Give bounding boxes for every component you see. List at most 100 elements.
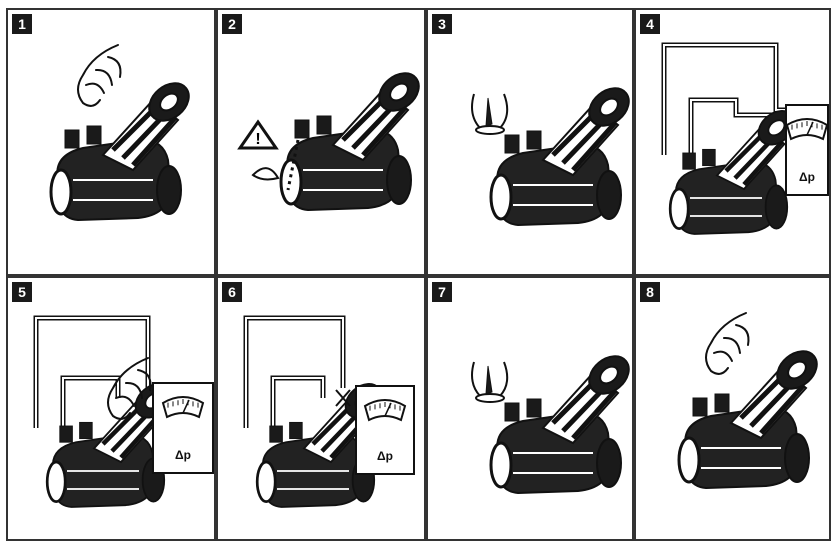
handwheel-hub <box>599 365 619 385</box>
valve-illustration-1 <box>49 44 190 222</box>
outlet-coupling <box>764 184 789 230</box>
inlet-coupling <box>489 441 513 489</box>
test-point-right <box>714 393 730 413</box>
hose-inner-1 <box>62 377 119 428</box>
test-point-right <box>526 398 542 418</box>
meter-needle <box>384 402 392 417</box>
meter-needle <box>806 121 814 136</box>
hose-inner-1 <box>272 377 324 428</box>
meter-label: Δp <box>377 449 393 463</box>
meter-needle <box>182 399 190 414</box>
hand-outline <box>107 357 152 420</box>
body-highlight <box>66 470 140 490</box>
test-point-left <box>269 425 283 443</box>
removed-cap <box>251 167 280 181</box>
needle-fingers <box>471 361 509 397</box>
test-point-right <box>289 421 303 440</box>
handwheel-hub <box>389 82 409 102</box>
outlet-coupling <box>596 170 622 220</box>
test-point-right <box>702 148 716 167</box>
step-panel-4: 4 Δp <box>634 8 831 276</box>
valve-body <box>279 72 420 212</box>
step-number-4: 4 <box>640 14 660 34</box>
inlet-coupling <box>45 460 67 503</box>
inlet-coupling <box>668 187 690 230</box>
meter-label: Δp <box>175 448 191 462</box>
step-panel-1: 1 <box>6 8 216 276</box>
drip-line <box>286 139 300 191</box>
valve-body <box>49 82 190 222</box>
valve-illustration-8 <box>677 312 818 490</box>
body-highlight <box>689 197 763 217</box>
handwheel-hub <box>599 97 619 117</box>
hose-inner-0 <box>35 317 149 428</box>
body-highlight <box>513 184 593 206</box>
test-point-right <box>86 125 102 145</box>
warning-triangle <box>237 119 279 150</box>
test-point-left <box>64 129 80 149</box>
hand-outline <box>77 44 122 107</box>
test-point-left <box>294 119 310 139</box>
step-panel-7: 7 <box>426 276 634 541</box>
pressure-meter: Δp <box>152 382 214 474</box>
disconnect-mark <box>335 389 351 407</box>
needle-fingers <box>471 93 509 129</box>
valve-illustration-5: Δp <box>33 315 214 508</box>
valve-body <box>677 350 818 490</box>
needle-tool <box>471 361 509 403</box>
hand-on-cap <box>705 312 750 375</box>
test-point-right <box>316 115 332 135</box>
pressure-meter: Δp <box>785 104 829 196</box>
needle-body <box>485 365 493 395</box>
inlet-coupling <box>677 436 701 484</box>
valve-body <box>489 87 630 227</box>
outlet-coupling <box>156 165 182 215</box>
test-point-left <box>692 397 708 417</box>
warning-icon: ! <box>237 119 279 150</box>
body-highlight <box>276 470 350 490</box>
needle-ring <box>475 393 505 403</box>
valve-illustration-4: Δp <box>661 42 829 235</box>
valve-body <box>668 110 796 235</box>
warning-mark: ! <box>255 131 260 148</box>
valve-body <box>45 383 173 508</box>
test-point-left <box>504 134 520 154</box>
pressure-meter: Δp <box>355 385 415 475</box>
body-highlight <box>303 169 383 191</box>
hose-inner-1 <box>690 99 786 155</box>
hand-outline <box>705 312 750 375</box>
hose-inner-0 <box>245 317 344 428</box>
step-panel-6: 6 Δp <box>216 276 426 541</box>
hose-outer-0 <box>243 315 346 428</box>
step-number-3: 3 <box>432 14 452 34</box>
test-point-right <box>526 130 542 150</box>
handwheel-hub <box>767 119 786 137</box>
test-point-left <box>682 152 696 170</box>
step-panel-8: 8 <box>634 276 831 541</box>
step-panel-3: 3 <box>426 8 634 276</box>
hand-on-meter <box>107 357 152 420</box>
test-point-right <box>79 421 93 440</box>
step-number-6: 6 <box>222 282 242 302</box>
body-highlight <box>701 447 781 469</box>
valve-illustration-7 <box>471 355 630 495</box>
hose-outer-1 <box>270 375 326 428</box>
valve-illustration-2: ! <box>237 72 420 212</box>
step-number-1: 1 <box>12 14 32 34</box>
outlet-coupling <box>784 433 810 483</box>
step-number-8: 8 <box>640 282 660 302</box>
hose-outer-1 <box>60 375 121 428</box>
meter-label: Δp <box>799 170 815 184</box>
hand-on-cap <box>77 44 122 107</box>
handwheel-hub <box>787 360 807 380</box>
body-highlight <box>73 179 153 201</box>
body-highlight <box>513 452 593 474</box>
step-number-7: 7 <box>432 282 452 302</box>
valve-illustration-6: Δp <box>243 315 415 508</box>
inlet-coupling <box>49 168 73 216</box>
valve-body <box>489 355 630 495</box>
step-panel-2: 2 ! <box>216 8 426 276</box>
outlet-coupling <box>386 155 412 205</box>
test-point-left <box>59 425 73 443</box>
